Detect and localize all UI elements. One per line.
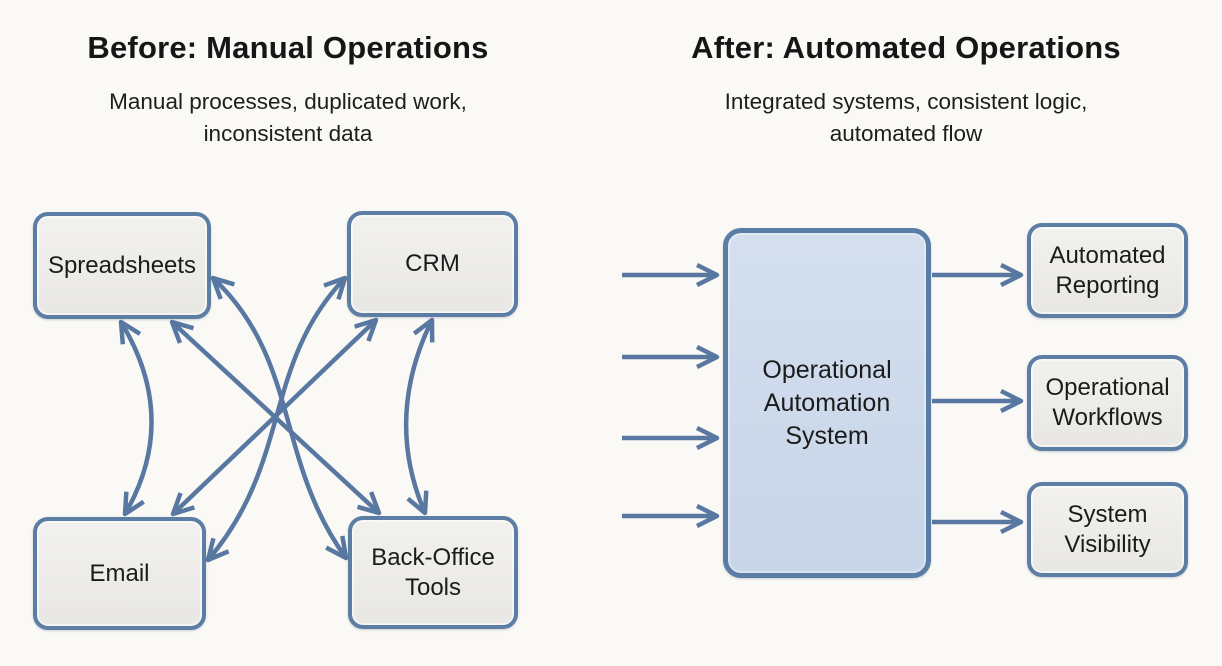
left-panel-subtitle: Manual processes, duplicated work, incon…: [109, 89, 467, 146]
node-operational-workflows: Operational Workflows: [1027, 355, 1188, 451]
connection-spreadsheets-back-office-curved: [210, 275, 349, 561]
node-spreadsheets: Spreadsheets: [33, 212, 211, 319]
node-crm-label: CRM: [405, 250, 460, 277]
hub-output-arrows-group: [932, 262, 1024, 535]
left-connections-group: [118, 275, 435, 563]
connection-spreadsheets-email-arc: [118, 319, 154, 517]
connection-crm-email-curved: [205, 275, 348, 563]
right-panel-header: After: Automated Operations Integrated s…: [611, 30, 1201, 150]
right-panel-title: After: Automated Operations: [691, 30, 1121, 65]
node-operational-automation-system-label: Operational Automation System: [762, 355, 892, 450]
connection-crm-back-office-arc: [403, 317, 435, 516]
left-panel-title: Before: Manual Operations: [87, 30, 489, 65]
node-operational-automation-system: Operational Automation System: [723, 228, 931, 578]
node-spreadsheets-label: Spreadsheets: [47, 251, 197, 279]
left-panel-header: Before: Manual Operations Manual process…: [0, 30, 576, 150]
node-system-visibility-label: System Visibility: [1064, 500, 1151, 558]
node-automated-reporting-label: Automated Reporting: [1049, 241, 1166, 299]
node-back-office-tools: Back-Office Tools: [348, 516, 518, 629]
node-operational-workflows-label: Operational Workflows: [1045, 374, 1170, 431]
node-email-label: Email: [89, 559, 150, 587]
node-email: Email: [33, 517, 206, 630]
right-panel-subtitle: Integrated systems, consistent logic, au…: [724, 89, 1088, 146]
node-back-office-tools-label: Back-Office Tools: [371, 543, 495, 601]
node-automated-reporting: Automated Reporting: [1027, 223, 1188, 318]
hub-input-arrows-group: [622, 262, 720, 529]
node-crm: CRM: [347, 211, 518, 317]
node-system-visibility: System Visibility: [1027, 482, 1188, 577]
